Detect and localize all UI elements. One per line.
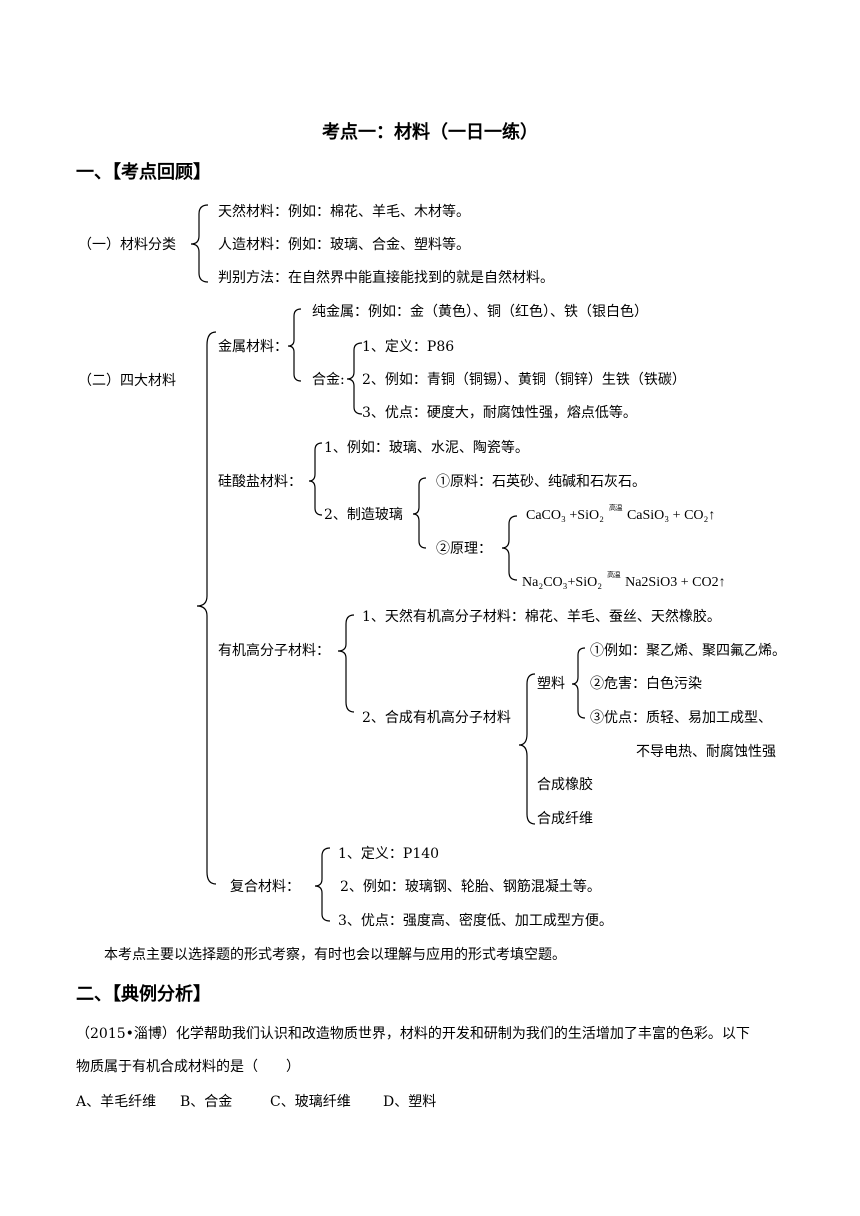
silicate-item-glass: 2、制造玻璃 (324, 507, 403, 523)
option-a: A、羊毛纤维 (76, 1094, 157, 1110)
classify-item-method: 判别方法：在自然界中能直接能找到的就是自然材料。 (218, 270, 554, 286)
plastic-item-advantage-cont: 不导电热、耐腐蚀性强 (636, 744, 776, 760)
bracket-composite (314, 847, 331, 922)
plastic-item-advantage: ③优点：质轻、易加工成型、 (590, 710, 772, 726)
equation-1-condition: 高温 (608, 504, 623, 512)
glass-principle-label: ②原理： (436, 541, 492, 557)
equation-2: Na₂CO₃+SiO₂ 高温 Na2SiO3 + CO2↑ (522, 571, 726, 593)
four-label: （二）四大材料 (78, 373, 176, 389)
bracket-classify (190, 204, 209, 283)
classify-item-natural: 天然材料：例如：棉花、羊毛、木材等。 (218, 204, 470, 220)
alloy-item-definition: 1、定义：P86 (362, 339, 455, 355)
question-line-1: （2015•淄博）化学帮助我们认识和改造物质世界，材料的开发和研制为我们的生活增… (76, 1026, 750, 1042)
page-title: 考点一：材料（一日一练） (322, 122, 538, 143)
alloy-item-advantage: 3、优点：硬度大，耐腐蚀性强，熔点低等。 (362, 405, 637, 421)
metal-pure: 纯金属：例如：金（黄色）、铜（红色）、铁（银白色） (312, 304, 648, 320)
organic-synthetic: 2、合成有机高分子材料 (362, 710, 511, 726)
synthetic-fiber: 合成纤维 (537, 811, 593, 827)
option-d: D、塑料 (383, 1094, 437, 1110)
equation-1-left: CaCO₃ +SiO₂ (526, 508, 604, 523)
question-line-2: 物质属于有机合成材料的是（ ） (76, 1059, 300, 1075)
classify-label: （一）材料分类 (78, 237, 176, 253)
bracket-metal (287, 308, 302, 382)
equation-2-left: Na₂CO₃+SiO₂ (522, 575, 603, 590)
option-b: B、合金 (180, 1094, 233, 1110)
silicate-label: 硅酸盐材料： (218, 474, 302, 490)
bracket-plastic (571, 647, 586, 719)
composite-item-example: 2、例如：玻璃钢、轮胎、钢筋混凝土等。 (340, 879, 601, 895)
section1-note: 本考点主要以选择题的形式考察，有时也会以理解与应用的形式考填空题。 (104, 947, 566, 963)
bracket-four (196, 331, 217, 885)
alloy-label: 合金: (312, 372, 345, 388)
equation-2-condition: 高温 (607, 571, 621, 579)
organic-natural: 1、天然有机高分子材料：棉花、羊毛、蚕丝、天然橡胶。 (362, 609, 721, 625)
composite-item-advantage: 3、优点：强度高、密度低、加工成型方便。 (338, 913, 613, 929)
option-c: C、玻璃纤维 (270, 1094, 351, 1110)
plastic-label: 塑料 (537, 676, 565, 692)
bracket-principle (501, 515, 518, 581)
silicate-item-example: 1、例如：玻璃、水泥、陶瓷等。 (324, 440, 529, 456)
bracket-synthetic (518, 673, 536, 825)
metal-label: 金属材料： (218, 339, 288, 355)
section2-heading: 二、【典例分析】 (76, 984, 211, 1005)
plastic-item-example: ①例如：聚乙烯、聚四氟乙烯。 (590, 643, 786, 659)
classify-item-artificial: 人造材料：例如：玻璃、合金、塑料等。 (218, 237, 470, 253)
organic-label: 有机高分子材料： (218, 643, 330, 659)
equation-2-right: Na2SiO3 + CO2↑ (625, 575, 726, 590)
composite-label: 复合材料： (230, 879, 300, 895)
synthetic-rubber: 合成橡胶 (537, 777, 593, 793)
section1-heading: 一、【考点回顾】 (76, 162, 211, 183)
plastic-item-harm: ②危害：白色污染 (590, 676, 702, 692)
equation-1-right: CaSiO₃ + CO₂↑ (626, 508, 716, 523)
bracket-organic (337, 614, 355, 713)
glass-raw-material: ①原料：石英砂、纯碱和石灰石。 (436, 474, 646, 490)
bracket-silicate (308, 442, 323, 516)
composite-item-definition: 1、定义：P140 (338, 846, 440, 862)
bracket-alloy (346, 342, 363, 415)
bracket-glass (412, 477, 427, 549)
alloy-item-example: 2、例如：青铜（铜锡）、黄铜（铜锌）生铁（铁碳） (362, 372, 686, 388)
